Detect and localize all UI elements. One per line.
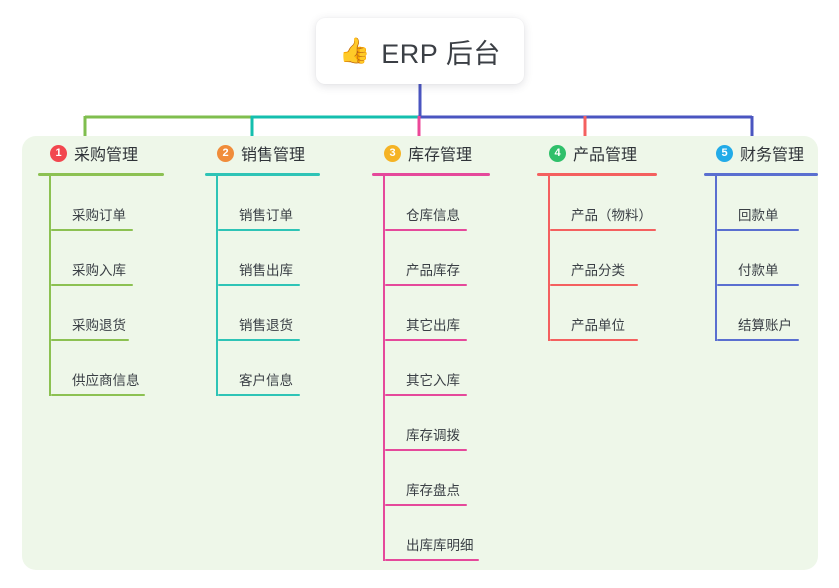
leaf-node[interactable]: 客户信息 <box>218 341 320 396</box>
branch-underline-5 <box>704 173 818 176</box>
leaf-label: 库存调拨 <box>406 428 460 443</box>
branch-leaf-list-1: 采购订单采购入库采购退货供应商信息 <box>49 176 164 396</box>
branch-badge-2: 2 <box>217 144 234 162</box>
branch-title-5: 财务管理 <box>740 147 805 164</box>
leaf-label: 产品分类 <box>571 263 625 278</box>
thumbs-up-icon: 👍 <box>339 36 371 65</box>
leaf-underline <box>218 394 300 396</box>
leaf-node[interactable]: 回款单 <box>717 176 818 231</box>
branch-badge-3: 3 <box>384 144 401 162</box>
branches-panel <box>22 136 818 570</box>
leaf-label: 结算账户 <box>738 318 792 333</box>
leaf-node[interactable]: 仓库信息 <box>385 176 490 231</box>
leaf-label: 付款单 <box>738 263 779 278</box>
leaf-underline <box>385 284 467 286</box>
leaf-label: 供应商信息 <box>72 373 140 388</box>
leaf-label: 产品（物料） <box>571 208 652 223</box>
branch-column-1: 1 采购管理采购订单采购入库采购退货供应商信息 <box>38 136 164 396</box>
leaf-node[interactable]: 产品库存 <box>385 231 490 286</box>
leaf-label: 采购订单 <box>72 208 126 223</box>
leaf-underline <box>717 339 799 341</box>
leaf-node[interactable]: 产品（物料） <box>550 176 657 231</box>
leaf-underline <box>385 394 467 396</box>
leaf-label: 销售退货 <box>239 318 293 333</box>
leaf-node[interactable]: 其它入库 <box>385 341 490 396</box>
leaf-label: 采购退货 <box>72 318 126 333</box>
leaf-underline <box>385 504 467 506</box>
branch-title-3: 库存管理 <box>408 147 473 164</box>
branch-header-5[interactable]: 5 财务管理 <box>704 136 818 170</box>
leaf-node[interactable]: 采购入库 <box>51 231 164 286</box>
branch-header-1[interactable]: 1 采购管理 <box>38 136 164 170</box>
root-node-title: ERP 后台 <box>381 38 501 69</box>
branch-columns: 1 采购管理采购订单采购入库采购退货供应商信息 2 销售管理销售订单销售出库销售退货客… <box>22 136 818 570</box>
leaf-label: 产品库存 <box>406 263 460 278</box>
leaf-node[interactable]: 库存盘点 <box>385 451 490 506</box>
branch-underline-3 <box>372 173 490 176</box>
leaf-underline <box>717 284 799 286</box>
leaf-label: 回款单 <box>738 208 779 223</box>
leaf-label: 采购入库 <box>72 263 126 278</box>
leaf-underline <box>717 229 799 231</box>
branch-leaf-list-3: 仓库信息产品库存其它出库其它入库库存调拨库存盘点出库库明细 <box>383 176 490 561</box>
branch-leaf-list-2: 销售订单销售出库销售退货客户信息 <box>216 176 320 396</box>
leaf-underline <box>385 559 479 561</box>
leaf-node[interactable]: 供应商信息 <box>51 341 164 396</box>
leaf-node[interactable]: 销售退货 <box>218 286 320 341</box>
branch-column-3: 3 库存管理仓库信息产品库存其它出库其它入库库存调拨库存盘点出库库明细 <box>372 136 490 561</box>
leaf-node[interactable]: 付款单 <box>717 231 818 286</box>
leaf-underline <box>550 229 656 231</box>
leaf-underline <box>385 229 467 231</box>
leaf-label: 销售订单 <box>239 208 293 223</box>
branch-badge-4: 4 <box>549 144 566 162</box>
root-node-card[interactable]: 👍 ERP 后台 <box>316 18 524 84</box>
leaf-node[interactable]: 销售订单 <box>218 176 320 231</box>
branch-badge-1: 1 <box>50 144 67 162</box>
leaf-node[interactable]: 产品分类 <box>550 231 657 286</box>
branch-column-4: 4 产品管理产品（物料） 产品分类产品单位 <box>537 136 657 341</box>
leaf-underline <box>385 449 467 451</box>
leaf-label: 客户信息 <box>239 373 293 388</box>
leaf-underline <box>51 284 133 286</box>
leaf-underline <box>51 229 133 231</box>
leaf-label: 其它入库 <box>406 373 460 388</box>
branch-title-1: 采购管理 <box>74 147 139 164</box>
leaf-node[interactable]: 产品单位 <box>550 286 657 341</box>
leaf-label: 产品单位 <box>571 318 625 333</box>
branch-column-5: 5 财务管理回款单付款单结算账户 <box>704 136 818 341</box>
leaf-underline <box>51 394 145 396</box>
branch-title-2: 销售管理 <box>241 147 306 164</box>
leaf-underline <box>218 229 300 231</box>
leaf-node[interactable]: 采购退货 <box>51 286 164 341</box>
branch-header-3[interactable]: 3 库存管理 <box>372 136 490 170</box>
leaf-label: 仓库信息 <box>406 208 460 223</box>
branch-underline-4 <box>537 173 657 176</box>
leaf-node[interactable]: 销售出库 <box>218 231 320 286</box>
leaf-node[interactable]: 采购订单 <box>51 176 164 231</box>
leaf-label: 其它出库 <box>406 318 460 333</box>
branch-leaf-list-5: 回款单付款单结算账户 <box>715 176 818 341</box>
leaf-node[interactable]: 出库库明细 <box>385 506 490 561</box>
leaf-underline <box>550 284 638 286</box>
branch-underline-2 <box>205 173 320 176</box>
leaf-underline <box>218 339 300 341</box>
branch-header-2[interactable]: 2 销售管理 <box>205 136 320 170</box>
branch-column-2: 2 销售管理销售订单销售出库销售退货客户信息 <box>205 136 320 396</box>
branch-badge-5: 5 <box>716 144 733 162</box>
leaf-underline <box>51 339 129 341</box>
leaf-label: 库存盘点 <box>406 483 460 498</box>
branch-underline-1 <box>38 173 164 176</box>
leaf-node[interactable]: 结算账户 <box>717 286 818 341</box>
branch-header-4[interactable]: 4 产品管理 <box>537 136 657 170</box>
root-node-content: 👍 ERP 后台 <box>339 32 501 71</box>
leaf-label: 销售出库 <box>239 263 293 278</box>
leaf-underline <box>385 339 467 341</box>
branch-leaf-list-4: 产品（物料） 产品分类产品单位 <box>548 176 657 341</box>
leaf-underline <box>550 339 638 341</box>
leaf-underline <box>218 284 300 286</box>
branch-title-4: 产品管理 <box>573 147 638 164</box>
leaf-node[interactable]: 其它出库 <box>385 286 490 341</box>
leaf-label: 出库库明细 <box>406 538 474 553</box>
leaf-node[interactable]: 库存调拨 <box>385 396 490 451</box>
